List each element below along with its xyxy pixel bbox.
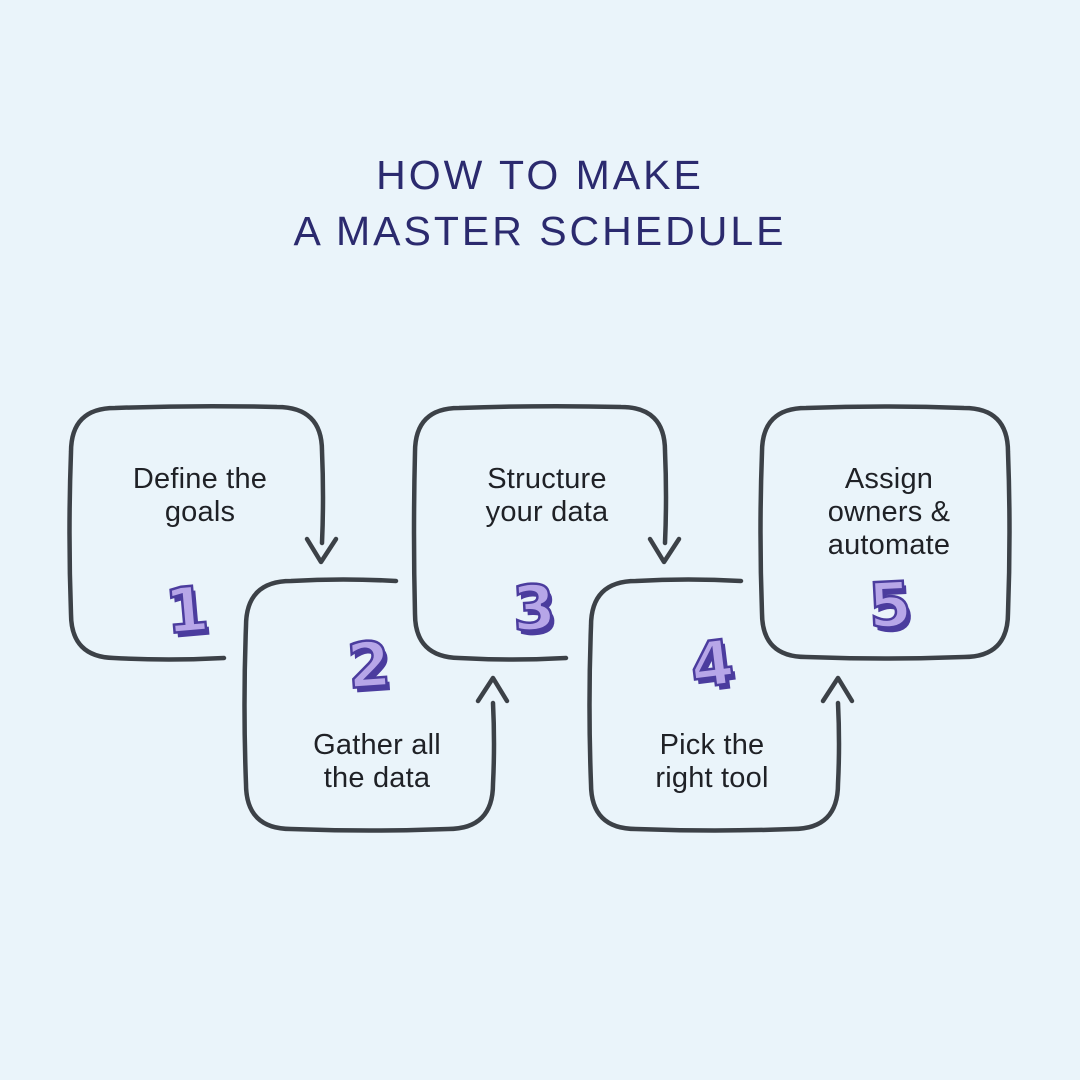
step-2-number: 2 <box>344 626 395 704</box>
step-2-box <box>242 577 497 833</box>
arrow-down-icon <box>304 536 339 565</box>
step-4-label: Pick the right tool <box>655 729 768 795</box>
step-5-label-line: automate <box>827 529 951 561</box>
step-3-box <box>411 403 669 662</box>
step-1-label-line: Define the <box>132 463 268 495</box>
step-4-label-line: right tool <box>655 762 769 794</box>
arrow-up-icon <box>820 675 855 704</box>
arrow-down-icon <box>647 536 682 565</box>
step-3-label-line: Structure <box>487 463 607 495</box>
arrow-up-icon <box>475 675 510 704</box>
step-5-label-line: owners & <box>827 496 951 528</box>
step-5-label-line: Assign <box>844 463 934 495</box>
step-4-number: 4 <box>685 624 739 704</box>
step-2-label-line: Gather all <box>313 729 441 761</box>
step-3-label: Structure your data <box>486 463 609 529</box>
step-5-label: Assign owners & automate <box>828 463 951 562</box>
step-1-label: Define the goals <box>133 463 267 529</box>
title-line-1: HOW TO MAKE <box>376 152 704 198</box>
step-5-number: 5 <box>865 566 914 644</box>
title-line-2: A MASTER SCHEDULE <box>293 208 787 254</box>
step-3-label-line: your data <box>485 496 609 528</box>
step-1-number: 1 <box>161 571 213 650</box>
step-4-box <box>587 577 842 833</box>
page-title: HOW TO MAKE A MASTER SCHEDULE <box>0 147 1080 259</box>
step-4-label-line: Pick the <box>659 729 765 761</box>
step-2-label-line: the data <box>323 762 431 794</box>
step-1-label-line: goals <box>164 496 236 528</box>
step-1-box <box>67 403 326 662</box>
step-5-box <box>758 404 1012 661</box>
step-3-number: 3 <box>509 569 558 647</box>
step-2-label: Gather all the data <box>313 729 441 795</box>
